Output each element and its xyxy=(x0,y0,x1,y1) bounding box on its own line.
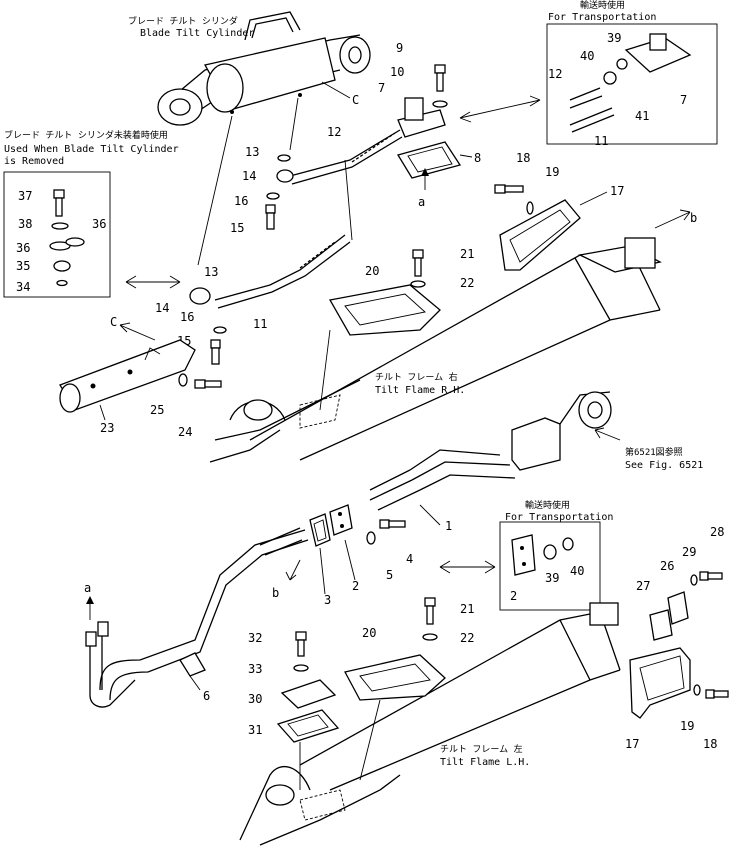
part-14-top: 14 xyxy=(242,169,256,183)
cover-30: 32 33 30 31 xyxy=(248,631,340,790)
see-fig-jp: 第6521図参照 xyxy=(625,446,683,458)
ref-a-left: a xyxy=(84,581,91,595)
part-24: 24 xyxy=(178,425,192,439)
part-35: 35 xyxy=(16,259,30,273)
part-29: 29 xyxy=(682,545,696,559)
part-6: 6 xyxy=(203,689,210,703)
part-17-top: 17 xyxy=(610,184,624,198)
block-7-top: 9 10 7 8 a xyxy=(378,41,481,209)
transport-mid-en: For Transportation xyxy=(505,512,613,523)
see-fig-en: See Fig. 6521 xyxy=(625,460,703,471)
part-34: 34 xyxy=(16,280,30,294)
ref-c-left: C xyxy=(110,315,117,329)
ref-b-right: b xyxy=(690,211,697,225)
blade-tilt-jp: ブレード チルト シリンダ xyxy=(128,15,238,27)
part-15-top: 15 xyxy=(230,221,244,235)
part-18-lower: 18 xyxy=(703,737,717,751)
part-12-box: 12 xyxy=(548,67,562,81)
part-27: 27 xyxy=(636,579,650,593)
part-8: 8 xyxy=(474,151,481,165)
part-11-hose: 11 xyxy=(253,317,267,331)
part-3: 3 xyxy=(324,593,331,607)
part-32: 32 xyxy=(248,631,262,645)
step-20-top: 20 21 22 xyxy=(319,247,474,411)
ref-b-mid: b xyxy=(272,586,279,600)
part-16-left: 16 xyxy=(180,310,194,324)
part-13-top: 13 xyxy=(245,145,259,159)
removed-parts-box: ブレード チルト シリンダ未装着時使用 Used When Blade Tilt… xyxy=(3,129,179,298)
part-40-box: 40 xyxy=(570,564,584,578)
transport-mid-jp: 輸送時使用 xyxy=(525,499,570,511)
part-17-lower: 17 xyxy=(625,737,639,751)
part-25: 25 xyxy=(150,403,164,417)
part-11-box: 11 xyxy=(594,134,608,148)
part-12-top: 12 xyxy=(327,125,341,139)
part-38: 38 xyxy=(18,217,32,231)
part-26: 26 xyxy=(660,559,674,573)
part-2-box: 2 xyxy=(510,589,517,603)
guard-17-lower: 17 27 26 29 28 19 18 xyxy=(625,525,729,751)
part-13-left: 13 xyxy=(204,265,218,279)
frame-rh-jp: チルト フレーム 右 xyxy=(375,371,458,383)
block-2-mid: 2 3 4 5 xyxy=(309,504,413,607)
part-5: 5 xyxy=(386,568,393,582)
part-39-box: 39 xyxy=(545,571,559,585)
removed-jp: ブレード チルト シリンダ未装着時使用 xyxy=(4,129,168,141)
part-10: 10 xyxy=(390,65,404,79)
step-20-lower: 20 21 22 xyxy=(344,597,474,781)
part-19-top: 19 xyxy=(545,165,559,179)
part-21-top: 21 xyxy=(460,247,474,261)
part-23: 23 xyxy=(100,421,114,435)
part-39-top: 39 xyxy=(607,31,621,45)
part-9: 9 xyxy=(396,41,403,55)
cover-23: 23 25 24 C xyxy=(59,315,222,439)
part-2-mid: 2 xyxy=(352,579,359,593)
guard-17-top: 17 18 19 b xyxy=(494,151,697,271)
tilt-frame-rh: チルト フレーム 右 Tilt Flame R.H. xyxy=(209,237,662,463)
removed-en-2: is Removed xyxy=(4,156,64,167)
part-21-lower: 21 xyxy=(460,602,474,616)
part-37: 37 xyxy=(18,189,32,203)
part-20-lower: 20 xyxy=(362,626,376,640)
part-41: 41 xyxy=(635,109,649,123)
part-18-top: 18 xyxy=(516,151,530,165)
transport-top-en: For Transportation xyxy=(548,12,656,23)
part-30: 30 xyxy=(248,692,262,706)
hose-assembly-upper: 12 13 14 16 15 11 13 14 16 15 xyxy=(155,125,403,365)
pipe-6: 6 a b xyxy=(84,527,309,708)
part-28: 28 xyxy=(710,525,724,539)
part-36-right: 36 xyxy=(92,217,106,231)
part-31: 31 xyxy=(248,723,262,737)
ref-c-top: C xyxy=(352,93,359,107)
ref-a-top: a xyxy=(418,195,425,209)
part-14-left: 14 xyxy=(155,301,169,315)
part-19-lower: 19 xyxy=(680,719,694,733)
transport-top-jp: 輸送時使用 xyxy=(580,0,625,11)
part-40-top: 40 xyxy=(580,49,594,63)
part-20-top: 20 xyxy=(365,264,379,278)
part-7-box: 7 xyxy=(680,93,687,107)
tilt-frame-lh: チルト フレーム 左 Tilt Flame L.H. xyxy=(239,602,621,846)
part-16-top: 16 xyxy=(234,194,248,208)
part-36-left: 36 xyxy=(16,241,30,255)
frame-lh-en: Tilt Flame L.H. xyxy=(440,757,530,768)
blade-tilt-cylinder xyxy=(157,11,371,126)
transport-box-top: 輸送時使用 For Transportation 39 40 12 41 7 1… xyxy=(546,0,718,148)
frame-lh-jp: チルト フレーム 左 xyxy=(440,743,523,755)
part-22-lower: 22 xyxy=(460,631,474,645)
frame-rh-en: Tilt Flame R.H. xyxy=(375,385,465,396)
part-22-top: 22 xyxy=(460,276,474,290)
part-33: 33 xyxy=(248,662,262,676)
part-7-top: 7 xyxy=(378,81,385,95)
part-4: 4 xyxy=(406,552,413,566)
removed-en-1: Used When Blade Tilt Cylinder xyxy=(4,144,179,155)
hose-assembly-middle: 1 第6521図参照 See Fig. 6521 xyxy=(369,391,703,533)
blade-tilt-en: Blade Tilt Cylinder xyxy=(140,28,254,39)
transport-box-middle: 輸送時使用 For Transportation 2 39 40 xyxy=(499,499,613,611)
part-1: 1 xyxy=(445,519,452,533)
